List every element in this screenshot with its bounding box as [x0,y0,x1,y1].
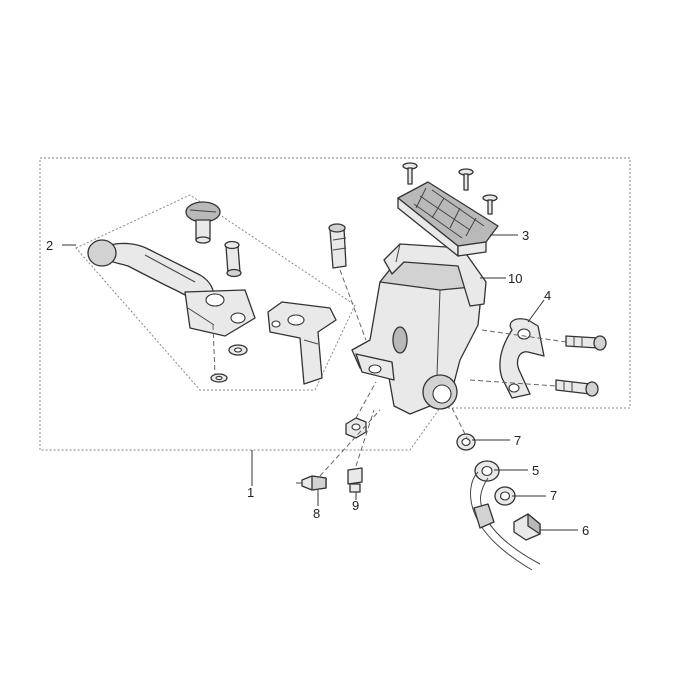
handlebar-clamp[interactable] [499,318,545,399]
cap-screw-3[interactable] [482,194,498,215]
callout-4: 4 [544,288,551,303]
leader-4 [527,299,545,323]
banjo-bolt[interactable] [513,513,541,541]
callout-7-lower: 7 [550,488,557,503]
callout-1: 1 [247,485,254,500]
nut-axis [355,381,377,419]
clamp-bolt-lower[interactable] [555,379,599,397]
cap-screw-1[interactable] [402,162,418,185]
callout-5: 5 [532,463,539,478]
bleed-screw[interactable] [296,475,327,491]
lever-subassembly-boundary [75,194,356,391]
hose-axis [451,407,469,441]
cap-screw-2[interactable] [458,168,474,191]
master-cylinder-body[interactable] [351,261,483,415]
clamp-bolt-axis [469,329,567,387]
lever-pivot-pin[interactable] [224,240,242,278]
lever-circlip[interactable] [210,373,228,383]
callout-3: 3 [522,228,529,243]
reservoir-gasket[interactable] [383,243,487,307]
mounting-bolt-top[interactable] [328,223,347,269]
sealing-washer-lower[interactable] [494,486,516,506]
callout-8: 8 [313,506,320,521]
brake-lever[interactable] [87,239,256,337]
callout-7-upper: 7 [514,433,521,448]
bolt-axis-top [339,269,367,341]
callout-2: 2 [46,238,53,253]
reservoir-cap[interactable] [397,181,499,257]
callout-10: 10 [508,271,522,286]
clamp-bolt-upper[interactable] [565,335,607,351]
assembly-boundary [39,157,631,451]
lever-pivot-axis [212,324,216,376]
banjo-fitting[interactable] [474,460,500,482]
callout-6: 6 [582,523,589,538]
switch-axis [355,409,375,467]
lever-adjuster-knob[interactable] [185,201,221,244]
lever-washer[interactable] [228,344,248,356]
bleed-screw-axis [319,409,381,477]
brake-light-switch[interactable] [347,467,363,493]
brake-hose[interactable] [470,471,541,571]
lever-bracket-plate[interactable] [267,301,337,385]
sealing-washer-upper[interactable] [456,433,476,451]
callout-9: 9 [352,498,359,513]
